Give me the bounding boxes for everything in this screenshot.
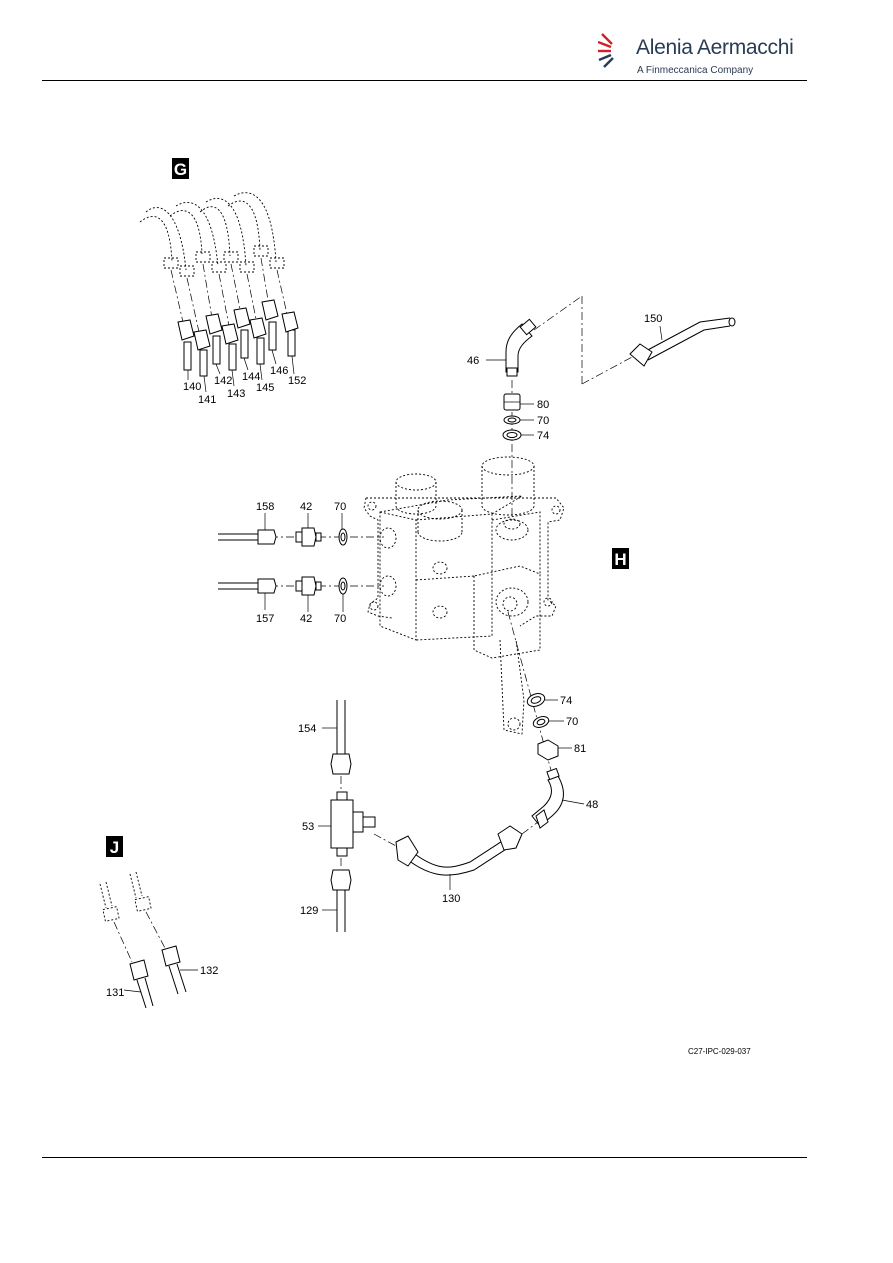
view-h-box <box>612 548 629 569</box>
callout-141: 141 <box>198 394 216 406</box>
fitting-143 <box>221 323 239 371</box>
callout-70-a: 70 <box>537 415 549 427</box>
view-g-label: G <box>174 160 187 179</box>
elbow-48: 48 <box>531 767 598 829</box>
callout-53: 53 <box>302 821 314 833</box>
view-h-label: H <box>614 550 626 569</box>
ring-74-lower: 74 <box>526 693 572 707</box>
callout-129: 129 <box>300 905 318 917</box>
callout-146: 146 <box>270 365 288 377</box>
callout-145: 145 <box>256 382 274 394</box>
ring-74-upper: 74 <box>502 429 549 442</box>
brand-tagline: A Finmeccanica Company <box>637 65 754 76</box>
callout-81: 81 <box>574 743 586 755</box>
oring-70-upper: 70 <box>503 415 549 427</box>
tube-130: 130 <box>373 821 539 905</box>
oring-70-left-upper: 70 <box>334 501 348 546</box>
callout-42-a: 42 <box>300 501 312 513</box>
fitting-142 <box>205 313 223 365</box>
fitting-140 <box>177 319 195 371</box>
nut-81: 81 <box>537 739 586 761</box>
callout-70-c: 70 <box>334 613 346 625</box>
alenia-aermacchi-logo-icon <box>598 33 614 68</box>
tube-129: 129 <box>300 858 352 932</box>
callout-74-a: 74 <box>537 430 549 442</box>
callout-143: 143 <box>227 388 245 400</box>
fitting-144 <box>233 307 251 359</box>
fitting-145 <box>249 317 267 365</box>
fitting-131: 131 <box>106 959 154 1009</box>
fitting-141 <box>193 329 211 377</box>
callout-142: 142 <box>214 375 232 387</box>
callout-150: 150 <box>644 313 662 325</box>
elbow-46: 46 <box>467 318 537 377</box>
callout-131: 131 <box>106 987 124 999</box>
union-42-lower: 42 <box>295 576 322 625</box>
tube-157: 157 <box>218 578 277 625</box>
callout-144: 144 <box>242 371 260 383</box>
callout-157: 157 <box>256 613 274 625</box>
tee-53: 53 <box>302 791 376 857</box>
callout-70-b: 70 <box>334 501 346 513</box>
callout-130: 130 <box>442 893 460 905</box>
footer-rule <box>42 1157 807 1158</box>
callout-46: 46 <box>467 355 479 367</box>
view-j-box <box>106 836 123 857</box>
view-h-detail: H <box>218 295 736 932</box>
figure-id: C27-IPC-029-037 <box>688 1047 751 1056</box>
callout-154: 154 <box>298 723 316 735</box>
callout-70-d: 70 <box>566 716 578 728</box>
fitting-146 <box>261 299 279 351</box>
oring-70-left-lower: 70 <box>334 577 348 625</box>
oring-70-lower: 70 <box>532 716 578 728</box>
union-42-upper: 42 <box>295 501 322 547</box>
view-j-detail: J 131 132 <box>99 836 218 1009</box>
callout-158: 158 <box>256 501 274 513</box>
callout-152: 152 <box>288 375 306 387</box>
callout-132: 132 <box>200 965 218 977</box>
callout-140: 140 <box>183 381 201 393</box>
valve-body <box>363 456 565 735</box>
tube-150: 150 <box>629 313 736 367</box>
view-g-box <box>172 158 189 179</box>
tube-158: 158 <box>218 501 277 545</box>
callout-42-b: 42 <box>300 613 312 625</box>
callout-48: 48 <box>586 799 598 811</box>
callout-80: 80 <box>537 399 549 411</box>
nut-80: 80 <box>503 393 549 411</box>
tube-154: 154 <box>298 700 352 790</box>
view-j-label: J <box>110 838 119 857</box>
callout-74-b: 74 <box>560 695 572 707</box>
header-rule <box>42 80 807 81</box>
view-g-detail: G <box>139 158 306 406</box>
fitting-132: 132 <box>161 945 218 995</box>
brand-name: Alenia Aermacchi <box>636 36 794 59</box>
fitting-152 <box>281 311 299 357</box>
